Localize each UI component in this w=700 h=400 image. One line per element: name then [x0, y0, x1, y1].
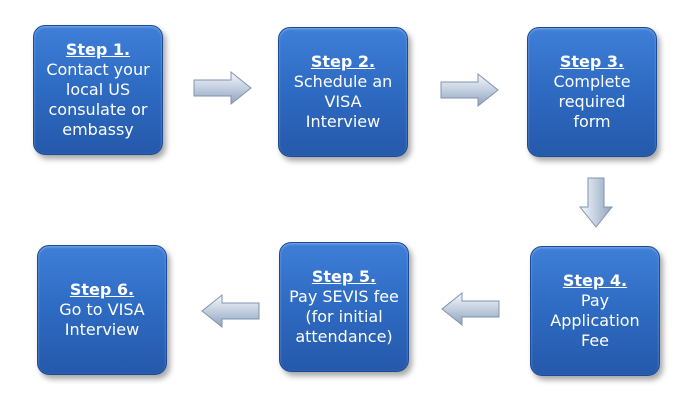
- step-3-title: Step 3.: [559, 52, 625, 71]
- arrow-right-icon: [440, 72, 499, 108]
- step-3-text: Complete required form: [553, 72, 631, 131]
- step-5-title: Step 5.: [311, 267, 377, 286]
- step-6-text: Go to VISA Interview: [59, 300, 145, 339]
- step-1-box: Step 1. Contact your local US consulate …: [33, 25, 163, 155]
- step-5-box: Step 5. Pay SEVIS fee (for initial atten…: [279, 242, 409, 372]
- arrow-right-icon: [193, 70, 252, 106]
- step-1-title: Step 1.: [65, 40, 131, 59]
- step-4-box: Step 4. Pay Application Fee: [530, 246, 660, 376]
- step-6-box: Step 6. Go to VISA Interview: [37, 245, 167, 375]
- arrow-down-icon: [578, 177, 614, 228]
- step-2-text: Schedule an VISA Interview: [293, 72, 393, 131]
- arrow-left-icon: [441, 291, 500, 327]
- step-3-box: Step 3. Complete required form: [527, 27, 657, 157]
- step-1-text: Contact your local US consulate or embas…: [46, 60, 150, 139]
- step-2-box: Step 2. Schedule an VISA Interview: [278, 27, 408, 157]
- step-6-title: Step 6.: [69, 280, 135, 299]
- step-4-title: Step 4.: [562, 271, 628, 290]
- arrow-left-icon: [201, 293, 260, 329]
- step-2-title: Step 2.: [310, 52, 376, 71]
- step-4-text: Pay Application Fee: [550, 291, 640, 350]
- step-5-text: Pay SEVIS fee (for initial attendance): [289, 287, 399, 346]
